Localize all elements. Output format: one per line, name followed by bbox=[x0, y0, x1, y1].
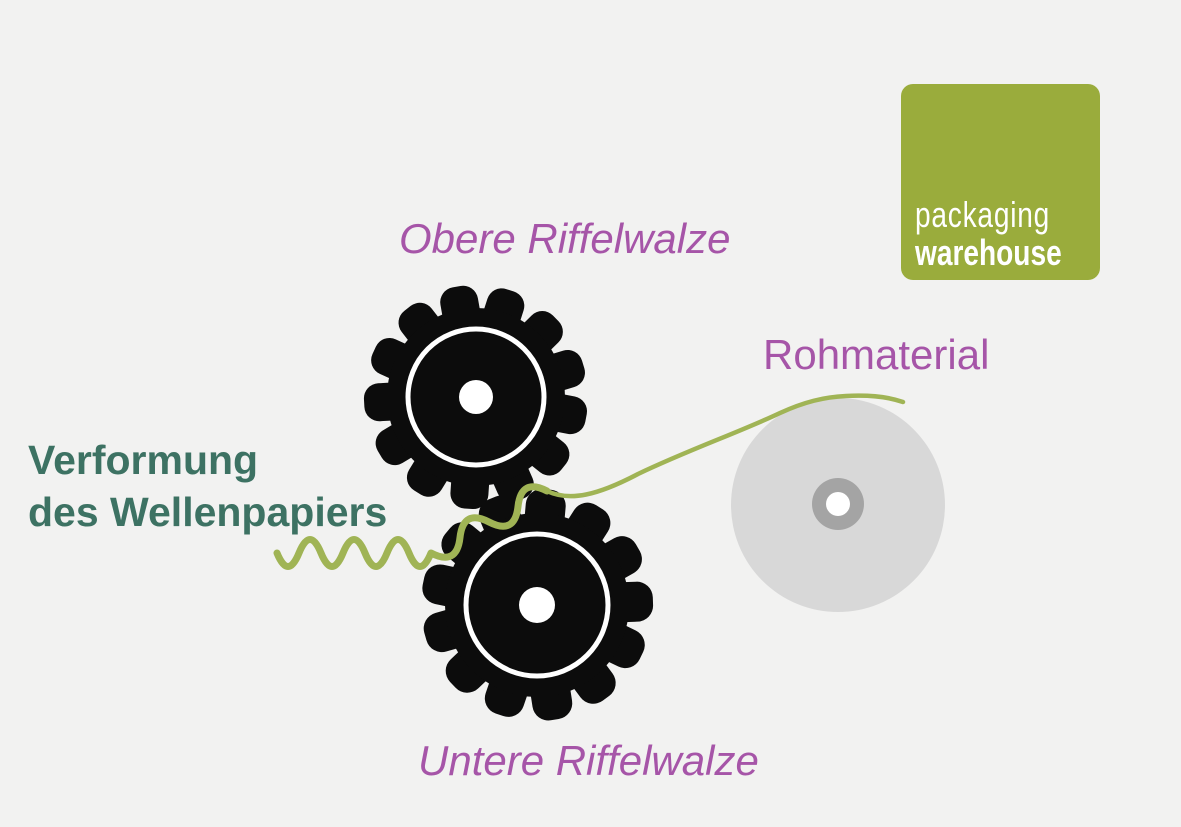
paper-roll-icon bbox=[731, 398, 945, 612]
upper-gear-hole bbox=[459, 380, 493, 414]
label-deformation-line2: des Wellenpapiers bbox=[28, 489, 388, 535]
logo-text: packaging warehouse bbox=[915, 196, 1103, 272]
paper-roll-hub-hole bbox=[826, 492, 850, 516]
lower-gear-hole bbox=[519, 587, 555, 623]
upper-gear-ring bbox=[405, 326, 547, 468]
upper-gear-icon bbox=[363, 285, 588, 510]
packaging-warehouse-logo: packaging warehouse bbox=[901, 84, 1100, 280]
label-deformation-line1: Verformung bbox=[28, 437, 259, 483]
corrugated-paper-line bbox=[273, 483, 551, 570]
logo-line-warehouse: warehouse bbox=[915, 232, 1062, 273]
label-lower-roller: Untere Riffelwalze bbox=[418, 737, 759, 784]
logo-line-packaging: packaging bbox=[915, 194, 1051, 235]
lower-gear-ring bbox=[463, 531, 611, 679]
raw-paper-line bbox=[544, 393, 906, 499]
label-upper-roller: Obere Riffelwalze bbox=[399, 215, 731, 262]
label-deformation: Verformung des Wellenpapiers bbox=[28, 434, 387, 538]
lower-gear-icon bbox=[422, 489, 654, 721]
label-raw-material: Rohmaterial bbox=[763, 331, 990, 378]
